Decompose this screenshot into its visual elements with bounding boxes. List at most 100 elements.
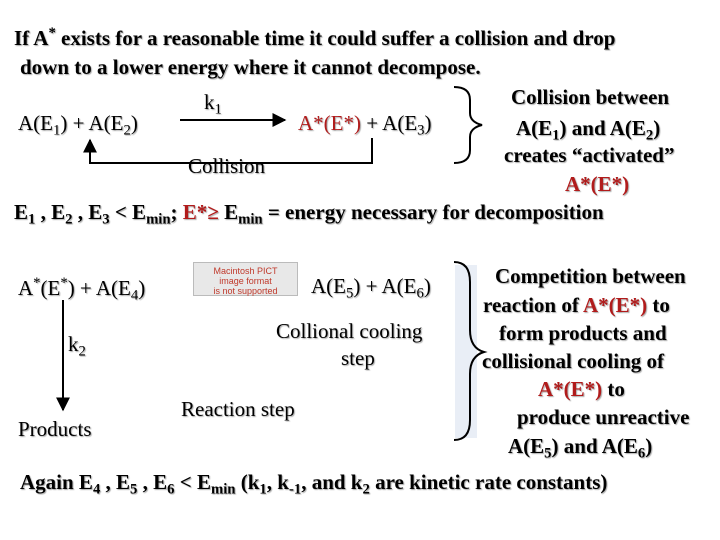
energy-s4: min bbox=[146, 211, 171, 228]
k2-sub: 2 bbox=[78, 343, 86, 360]
brace-bottom-icon bbox=[453, 261, 488, 441]
reaction2-k2: k2 bbox=[68, 334, 86, 359]
pict-line-2: image format bbox=[219, 276, 272, 286]
reaction-step-label: Reaction step bbox=[181, 397, 295, 421]
r2-left-sup2: * bbox=[60, 275, 68, 291]
footer-c: , E bbox=[137, 470, 168, 494]
note2-l2-b: to bbox=[647, 293, 670, 317]
footer-s2: 5 bbox=[130, 481, 138, 498]
footer-g: , and k bbox=[301, 470, 363, 494]
side-shaded-box bbox=[455, 265, 477, 438]
r2-left-b: (E bbox=[40, 276, 61, 301]
note1-l2-sub1: 1 bbox=[552, 127, 560, 144]
energy-s3: 3 bbox=[102, 211, 110, 228]
r2-left-a: A bbox=[18, 276, 34, 301]
r1-k: k bbox=[204, 90, 215, 114]
note1-l2-sub2: 2 bbox=[645, 127, 654, 144]
unsupported-image-placeholder: Macintosh PICT image format is not suppo… bbox=[193, 262, 298, 296]
pict-line-3: is not supported bbox=[213, 286, 278, 296]
energy-b: , E bbox=[35, 200, 66, 224]
note1-line-2: A(E1) and A(E2) bbox=[516, 118, 660, 143]
note2-l7-c: ) bbox=[645, 434, 653, 458]
energy-a: E bbox=[14, 200, 29, 224]
note2-l2-a: reaction of bbox=[483, 293, 583, 317]
r1-left-c: ) bbox=[130, 111, 138, 135]
energy-c: , E bbox=[72, 200, 103, 224]
intro-text-a: If A bbox=[14, 26, 49, 51]
r2-right-a: A(E bbox=[311, 274, 346, 298]
energy-condition-line: E1 , E2 , E3 < Emin; E*≥ Emin = energy n… bbox=[14, 202, 604, 227]
reaction1-reactants: A(E1) + A(E2) bbox=[18, 113, 138, 138]
note1-l2-c: ) bbox=[653, 116, 661, 140]
reaction2-products: A(E5) + A(E6) bbox=[311, 276, 431, 301]
r2-right-sub2: 6 bbox=[416, 285, 424, 302]
cooling-step-line-1: Collional cooling bbox=[276, 319, 423, 343]
note1-line-4: A*(E*) bbox=[565, 172, 630, 196]
footer-d: < E bbox=[174, 470, 211, 494]
r1-left-sub1: 1 bbox=[53, 122, 61, 139]
note2-line-4: collisional cooling of bbox=[482, 349, 665, 373]
r2-left-sub: 4 bbox=[130, 287, 139, 304]
reaction2-products-label: Products bbox=[18, 417, 92, 441]
energy-s5: min bbox=[238, 211, 263, 228]
footer-s4: min bbox=[210, 481, 236, 498]
r2-left-sup1: * bbox=[33, 275, 41, 291]
note2-line-6: produce unreactive bbox=[517, 405, 690, 429]
footer-f: , k bbox=[266, 470, 289, 494]
footer-line: Again E4 , E5 , E6 < Emin (k1, k-1, and … bbox=[20, 472, 607, 497]
note2-l7-sub1: 5 bbox=[544, 445, 552, 462]
note1-l2-a: A(E bbox=[516, 116, 553, 140]
r2-right-sub1: 5 bbox=[346, 285, 354, 302]
note2-l7-a: A(E bbox=[508, 434, 545, 458]
energy-e: ; bbox=[170, 200, 183, 224]
r2-right-b: ) + A(E bbox=[353, 274, 417, 298]
energy-red: E*≥ bbox=[182, 200, 219, 224]
energy-s1: 1 bbox=[28, 211, 36, 228]
cooling-step-line-2: step bbox=[341, 346, 375, 370]
note2-line-3: form products and bbox=[499, 321, 667, 345]
note2-l5-b: to bbox=[602, 377, 625, 401]
r1-left-sub2: 2 bbox=[123, 122, 131, 139]
footer-a: Again E bbox=[20, 470, 93, 494]
footer-e: (k bbox=[235, 470, 260, 494]
energy-g: = energy necessary for decomposition bbox=[262, 200, 604, 224]
intro-text-b: exists for a reasonable time it could su… bbox=[55, 26, 616, 51]
footer-b: , E bbox=[100, 470, 131, 494]
note2-line-5: A*(E*) to bbox=[538, 379, 625, 400]
energy-f: E bbox=[218, 200, 239, 224]
note2-l7-b: ) and A(E bbox=[551, 434, 638, 458]
r1-right-sub: 3 bbox=[417, 122, 425, 139]
r2-right-c: ) bbox=[423, 274, 431, 298]
note2-line-2: reaction of A*(E*) to bbox=[483, 295, 670, 316]
r2-left-d: ) bbox=[138, 276, 146, 301]
note2-l7-sub2: 6 bbox=[637, 445, 646, 462]
note1-line-3: creates “activated” bbox=[504, 143, 675, 167]
energy-s2: 2 bbox=[65, 211, 73, 228]
r1-right-b: ) bbox=[424, 111, 432, 135]
note2-l2-red: A*(E*) bbox=[582, 293, 648, 317]
r1-k-sub: 1 bbox=[214, 101, 222, 118]
reaction1-products: A*(E*) + A(E3) bbox=[298, 113, 432, 138]
reaction1-rate-constant: k1 bbox=[204, 92, 222, 117]
k2-letter: k bbox=[68, 332, 79, 356]
footer-s7: 2 bbox=[362, 481, 370, 498]
footer-s6: -1 bbox=[288, 481, 302, 498]
r2-left-c: ) + A(E bbox=[67, 276, 131, 301]
note2-line-7: A(E5) and A(E6) bbox=[508, 436, 652, 461]
note1-l2-b: ) and A(E bbox=[559, 116, 646, 140]
r1-left-b: ) + A(E bbox=[60, 111, 124, 135]
footer-s1: 4 bbox=[92, 481, 101, 498]
intro-star: * bbox=[48, 25, 56, 41]
r1-left-a: A(E bbox=[18, 111, 53, 135]
note2-line-1: Competition between bbox=[495, 264, 686, 288]
brace-top-icon bbox=[453, 86, 483, 164]
r1-right-a: + A(E bbox=[360, 111, 418, 135]
pict-line-1: Macintosh PICT bbox=[213, 266, 278, 276]
reaction2-reactants: A*(E*) + A(E4) bbox=[18, 276, 145, 303]
intro-line-1: If A* exists for a reasonable time it co… bbox=[14, 26, 615, 49]
intro-line-2: down to a lower energy where it cannot d… bbox=[20, 55, 481, 79]
energy-d: < E bbox=[109, 200, 147, 224]
r1-activated-species: A*(E*) bbox=[298, 111, 361, 135]
note2-l5-red: A*(E*) bbox=[538, 377, 603, 401]
